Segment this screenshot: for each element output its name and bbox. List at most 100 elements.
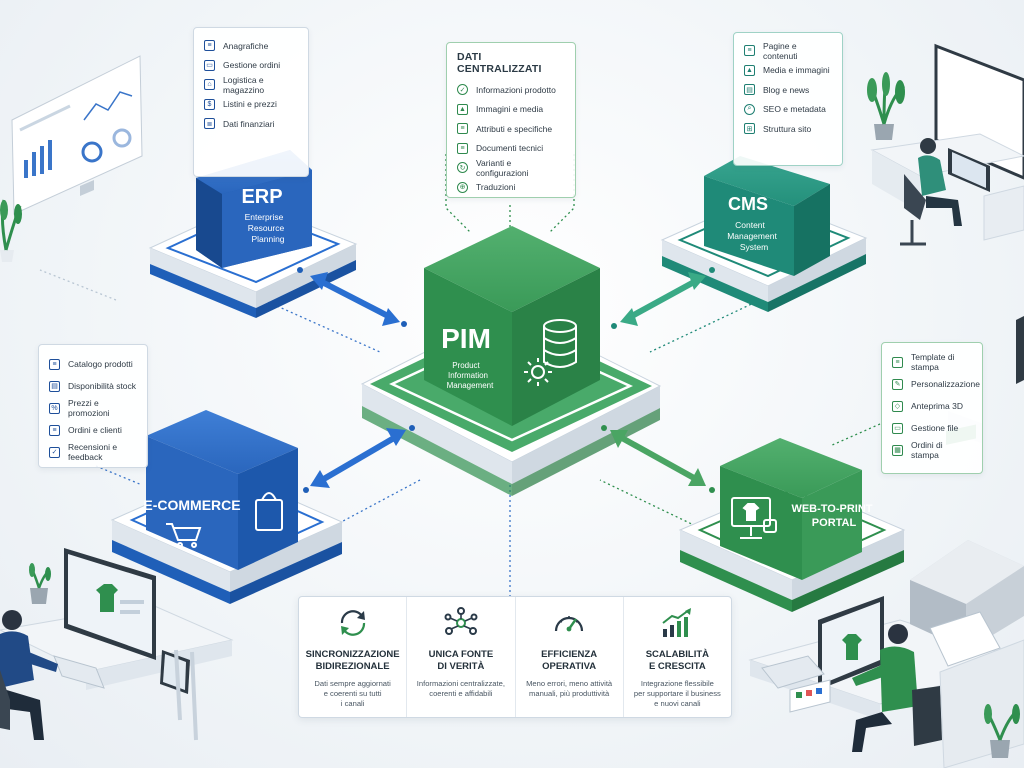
dati-panel: DATI CENTRALIZZATI ✓Informazioni prodott… bbox=[446, 42, 576, 198]
erp-sub-1: Enterprise bbox=[245, 212, 284, 222]
cms-label: CMS bbox=[728, 194, 768, 214]
w2p-item: ▦Ordini di stampa bbox=[892, 439, 972, 461]
w2p-item: ◇Anteprima 3D bbox=[892, 395, 972, 417]
ecommerce-node[interactable]: E-COMMERCE bbox=[110, 410, 344, 604]
ecommerce-label: E-COMMERCE bbox=[143, 497, 240, 513]
cms-sub-1: Content bbox=[735, 220, 765, 230]
sitemap-icon: ⊞ bbox=[744, 123, 755, 135]
erp-item: ≡Anagrafiche bbox=[204, 36, 298, 56]
w2p-item: ✎Personalizzazione bbox=[892, 373, 980, 395]
image-icon: ▲ bbox=[744, 64, 755, 76]
dollar-icon: $ bbox=[204, 98, 215, 110]
document-icon: ≡ bbox=[744, 45, 755, 57]
edit-icon: ✎ bbox=[892, 378, 903, 390]
growth-chart-icon bbox=[630, 607, 725, 639]
variants-icon: ↻ bbox=[457, 162, 468, 174]
w2p-item: ≡Template di stampa bbox=[892, 351, 972, 373]
pim-sub-2: Information bbox=[448, 371, 488, 380]
w2p-panel: ≡Template di stampa ✎Personalizzazione ◇… bbox=[881, 342, 983, 474]
w2p-label-2: PORTAL bbox=[812, 517, 857, 529]
monitor-shirt-icon bbox=[731, 497, 777, 539]
ecommerce-item: ≡Ordini e clienti bbox=[49, 419, 137, 441]
arrow-w2p-pim bbox=[601, 425, 715, 493]
cms-item: ▲Media e immagini bbox=[744, 61, 832, 81]
cube-icon: ◇ bbox=[892, 400, 903, 412]
dati-item: ⊕Traduzioni bbox=[457, 178, 565, 198]
ecommerce-item: %Prezzi e promozioni bbox=[49, 397, 137, 419]
dati-item: ≡Attributi e specifiche bbox=[457, 119, 565, 139]
image-icon: ▲ bbox=[457, 103, 468, 115]
pim-sub-1: Product bbox=[452, 361, 480, 370]
shopping-bag-icon bbox=[255, 492, 283, 531]
list-icon: ≡ bbox=[204, 40, 215, 52]
cms-item: ⌕SEO e metadata bbox=[744, 100, 832, 120]
benefit-desc: Informazioni centralizzate,coerenti e af… bbox=[416, 679, 505, 698]
workstation-bottom-right bbox=[748, 316, 1024, 768]
erp-sub-2: Resource bbox=[248, 223, 285, 233]
stock-icon: ▤ bbox=[49, 380, 60, 392]
cms-sub-2: Management bbox=[727, 231, 777, 241]
w2p-item: ▭Gestione file bbox=[892, 417, 972, 439]
cms-sub-3: System bbox=[740, 242, 768, 252]
database-icon bbox=[543, 319, 577, 368]
pim-node[interactable]: PIM Product Information Management bbox=[360, 226, 662, 496]
catalog-icon: ≡ bbox=[49, 358, 60, 370]
template-icon: ≡ bbox=[892, 356, 903, 368]
ecommerce-panel: ≡Catalogo prodotti ▤Disponibilità stock … bbox=[38, 344, 148, 468]
print-icon: ▦ bbox=[892, 444, 903, 456]
erp-node[interactable]: ERP Enterprise Resource Planning bbox=[148, 150, 358, 318]
erp-label: ERP bbox=[241, 186, 282, 208]
gear-icon bbox=[524, 358, 552, 386]
dati-item: ↻Varianti e configurazioni bbox=[457, 158, 565, 178]
dashboard-monitor-left bbox=[11, 55, 143, 215]
dati-item: ▲Immagini e media bbox=[457, 100, 565, 120]
w2p-node[interactable]: WEB-TO-PRINT PORTAL bbox=[678, 438, 906, 612]
cms-item: ≡Pagine e contenuti bbox=[744, 41, 832, 61]
w2p-panel-connector bbox=[829, 423, 881, 447]
cart-icon bbox=[166, 523, 202, 548]
cms-node[interactable]: CMS Content Management System bbox=[660, 156, 868, 312]
arrow-cms-pim bbox=[611, 267, 715, 329]
plant-top-right bbox=[867, 72, 906, 140]
sync-icon bbox=[305, 607, 400, 639]
ecommerce-item: ▤Disponibilità stock bbox=[49, 375, 137, 397]
sync-arrows bbox=[297, 267, 715, 493]
home-icon: ⌂ bbox=[204, 79, 215, 91]
dati-item: ✓Informazioni prodotto bbox=[457, 80, 565, 100]
cms-item: ▤Blog e news bbox=[744, 80, 832, 100]
cms-item: ⊞Struttura sito bbox=[744, 119, 832, 139]
pim-label: PIM bbox=[441, 323, 491, 354]
w2p-label-1: WEB-TO-PRINT bbox=[791, 503, 872, 515]
ecommerce-item: ≡Catalogo prodotti bbox=[49, 353, 137, 375]
ecom-panel-connector bbox=[95, 465, 143, 486]
arrow-ecom-pim bbox=[303, 425, 415, 493]
check-circle-icon: ✓ bbox=[457, 84, 468, 96]
orders-icon: ≡ bbox=[49, 424, 60, 436]
erp-item: ≣Dati finanziari bbox=[204, 114, 298, 134]
plant-left bbox=[0, 199, 22, 262]
globe-icon: ⊕ bbox=[457, 181, 468, 193]
file-icon: ▭ bbox=[892, 422, 903, 434]
dati-title: DATI CENTRALIZZATI bbox=[457, 51, 542, 75]
cart-icon: ▭ bbox=[204, 59, 215, 71]
clipboard-icon: ≡ bbox=[457, 123, 468, 135]
feedback-icon: ✓ bbox=[49, 446, 60, 458]
blog-icon: ▤ bbox=[744, 84, 755, 96]
tag-icon: % bbox=[49, 402, 60, 414]
pim-sub-3: Management bbox=[447, 381, 494, 390]
erp-sub-3: Planning bbox=[251, 234, 284, 244]
gauge-icon bbox=[522, 607, 617, 639]
workstation-bottom-left bbox=[0, 548, 234, 741]
